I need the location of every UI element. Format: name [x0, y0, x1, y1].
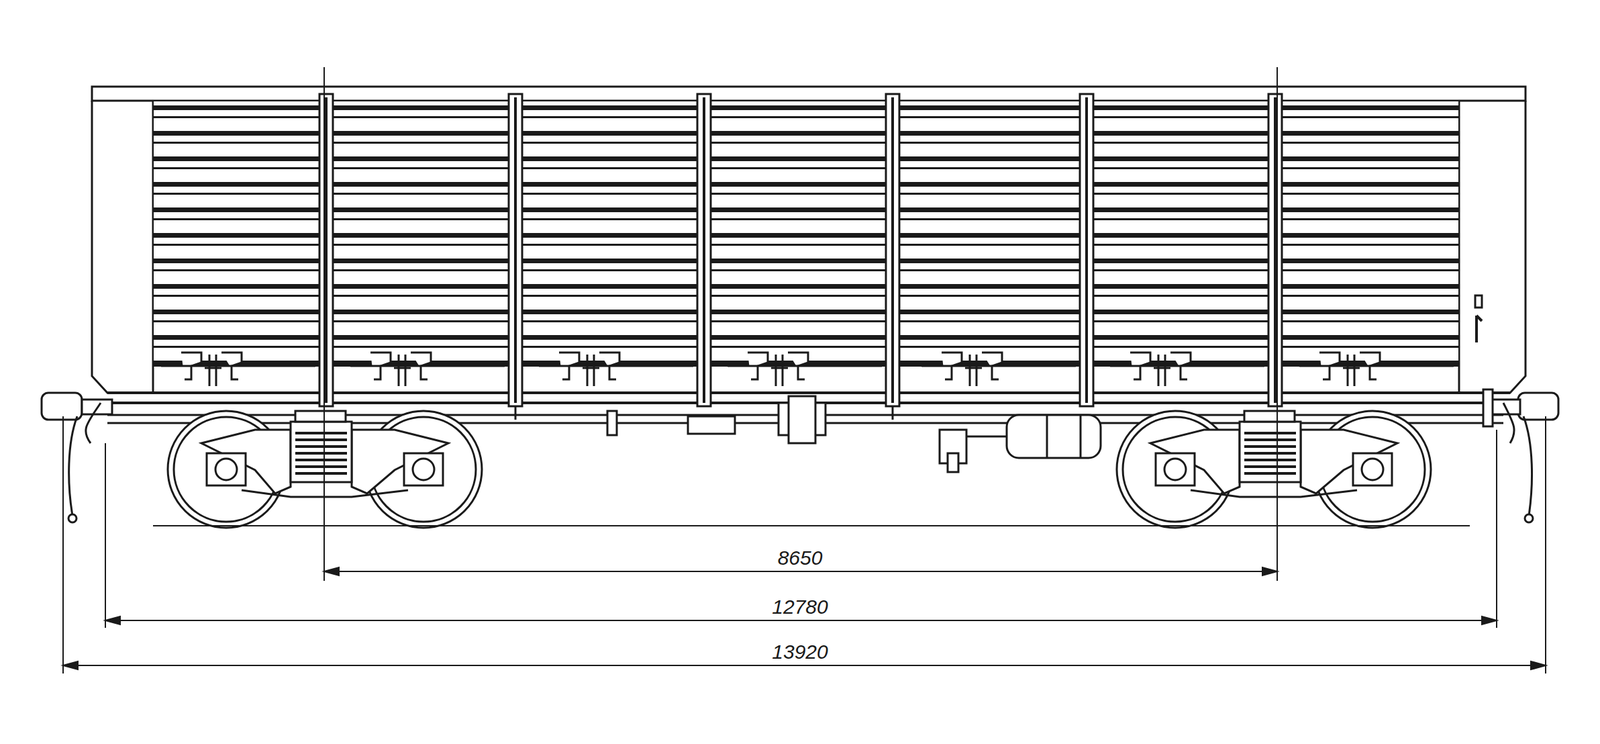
dimension-label: 13920 — [769, 640, 831, 663]
stake-brackets — [161, 352, 1454, 386]
extension-lines — [63, 67, 1546, 674]
rail-line — [153, 524, 1470, 527]
car-body — [91, 86, 1526, 403]
dimension-label: 12780 — [769, 595, 831, 618]
dimension-label: 8650 — [775, 546, 826, 569]
stakes — [319, 93, 1282, 407]
bogies — [167, 410, 1431, 528]
dimension-lines — [63, 567, 1546, 670]
